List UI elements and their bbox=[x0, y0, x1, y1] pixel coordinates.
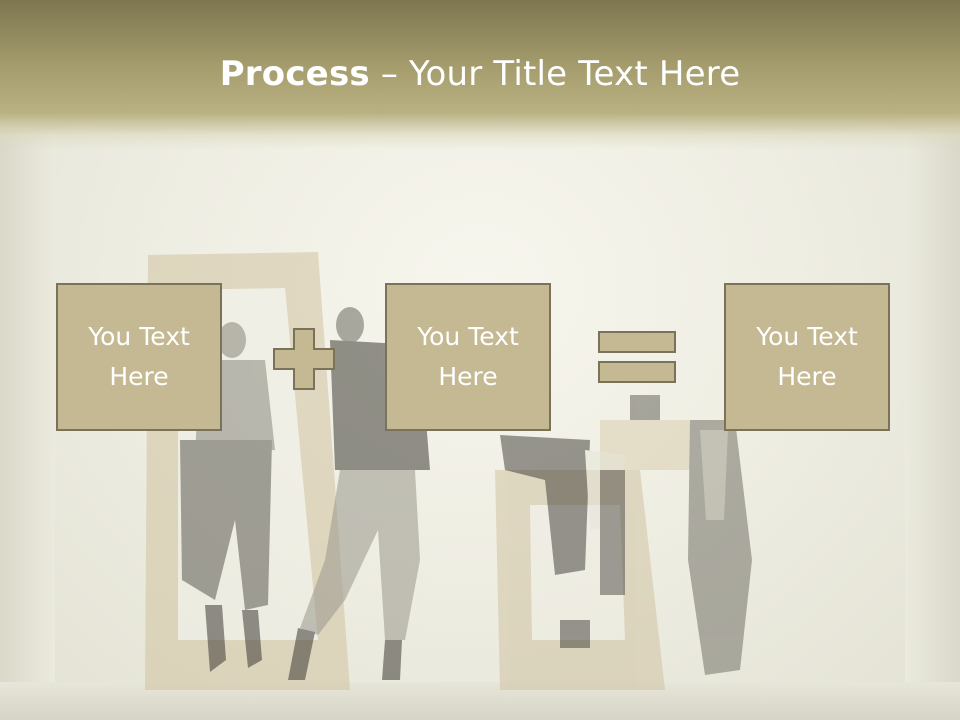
title-rest: – Your Title Text Here bbox=[369, 54, 741, 94]
equals-icon bbox=[598, 331, 676, 383]
process-box-1[interactable]: You Text Here bbox=[56, 283, 222, 431]
title-band bbox=[0, 0, 960, 150]
slide-title: Process – Your Title Text Here bbox=[0, 52, 960, 96]
title-bold: Process bbox=[219, 54, 370, 94]
process-box-2[interactable]: You Text Here bbox=[385, 283, 551, 431]
background-left-wall bbox=[0, 130, 55, 690]
clothes-stack bbox=[500, 395, 660, 648]
hanging-dress bbox=[688, 420, 752, 675]
process-box-3[interactable]: You Text Here bbox=[724, 283, 890, 431]
plus-icon bbox=[273, 328, 335, 390]
background-right-wall bbox=[905, 130, 960, 690]
